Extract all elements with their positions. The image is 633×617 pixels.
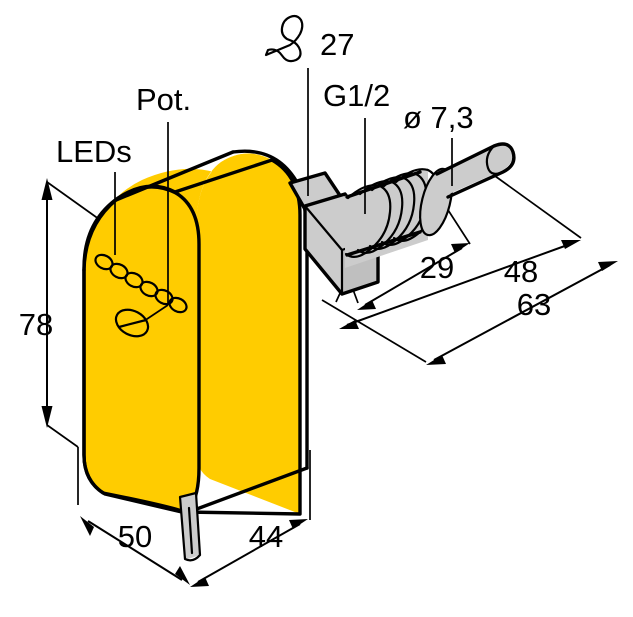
dimension-48: 48 [335, 175, 582, 329]
dimension-63-text: 63 [517, 287, 551, 322]
probe-rod [435, 142, 516, 199]
cable-stub [178, 491, 202, 562]
callout-leds-text: LEDs [56, 134, 132, 169]
dimension-78-text: 78 [19, 307, 53, 342]
callout-pot-text: Pot. [136, 82, 191, 117]
dimension-63: 63 [321, 261, 618, 365]
dimension-width-44: 44 [190, 450, 311, 587]
led-indicator-row [94, 253, 188, 314]
led-5 [154, 288, 174, 306]
sensor-housing [82, 149, 309, 516]
callout-thread-g12: G1/2 [323, 78, 390, 214]
dimension-29-text: 29 [420, 250, 454, 285]
dimension-depth-50: 50 [80, 516, 190, 585]
wrench-icon [264, 14, 304, 63]
callout-leds: LEDs [56, 134, 132, 255]
dimension-48-text: 48 [504, 254, 538, 289]
dimension-50-text: 50 [118, 519, 152, 554]
potentiometer-screw [114, 308, 150, 338]
dimension-44-text: 44 [249, 519, 283, 554]
process-connection [288, 142, 516, 296]
callout-wrench-27: 27 [264, 14, 354, 196]
callout-27-text: 27 [320, 27, 354, 62]
callout-pot: Pot. [136, 82, 191, 322]
dimension-height-78: 78 [19, 178, 118, 505]
callout-g12-text: G1/2 [323, 78, 390, 113]
callout-diameter-text: ø 7,3 [403, 100, 474, 135]
led-6 [168, 296, 188, 314]
callout-probe-diameter: ø 7,3 [403, 100, 474, 186]
